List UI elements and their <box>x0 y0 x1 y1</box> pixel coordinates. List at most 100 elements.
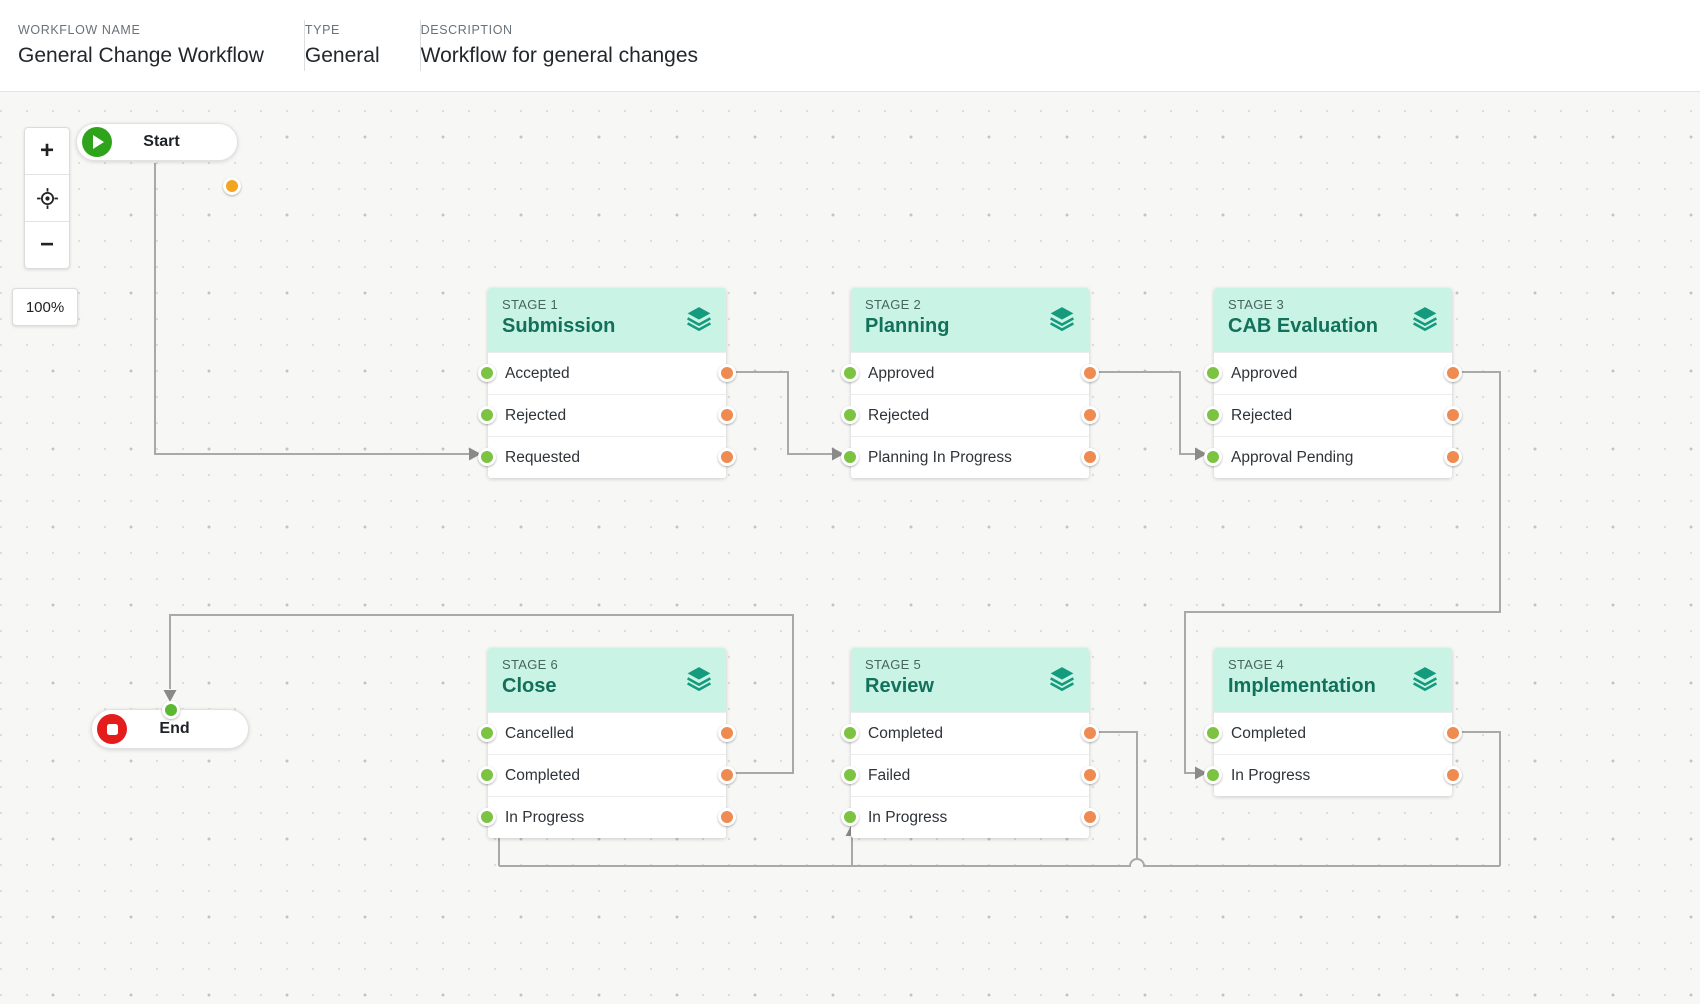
status-in-port[interactable] <box>841 808 859 826</box>
stage-number-label: STAGE 3 <box>1228 297 1285 312</box>
status-in-port[interactable] <box>1204 766 1222 784</box>
status-label: Approved <box>1231 364 1298 382</box>
status-in-port[interactable] <box>841 766 859 784</box>
status-label: In Progress <box>505 808 585 826</box>
status-row: In Progress <box>841 796 1099 838</box>
workflow-name-label: WORKFLOW NAME <box>18 23 141 37</box>
status-in-port[interactable] <box>478 724 496 742</box>
layers-icon <box>1412 306 1438 332</box>
header-divider <box>303 20 305 71</box>
status-label: Failed <box>868 766 911 784</box>
workflow-type-label: TYPE <box>304 23 340 37</box>
status-label: In Progress <box>868 808 948 826</box>
status-row: Completed <box>478 754 736 796</box>
zoom-in-button[interactable]: + <box>39 137 54 164</box>
status-out-port[interactable] <box>718 724 736 742</box>
stage-number-label: STAGE 2 <box>865 297 922 312</box>
stage-title: Close <box>502 675 557 697</box>
status-label: Rejected <box>1231 406 1293 424</box>
status-out-port[interactable] <box>718 808 736 826</box>
start-node-label: Start <box>143 133 180 150</box>
workflow-type-value: General <box>304 44 380 67</box>
status-out-port[interactable] <box>1081 766 1099 784</box>
status-out-port[interactable] <box>1444 364 1462 382</box>
status-in-port[interactable] <box>478 766 496 784</box>
status-out-port[interactable] <box>1081 724 1099 742</box>
fit-view-button[interactable] <box>25 174 69 221</box>
status-row: Rejected <box>478 394 736 436</box>
layers-icon <box>686 306 712 332</box>
status-row: Accepted <box>478 352 736 394</box>
status-out-port[interactable] <box>718 766 736 784</box>
status-in-port[interactable] <box>841 364 859 382</box>
status-out-port[interactable] <box>1081 808 1099 826</box>
stage-number-label: STAGE 1 <box>502 297 559 312</box>
status-out-port[interactable] <box>1081 364 1099 382</box>
status-label: Requested <box>505 448 580 466</box>
status-row: Failed <box>841 754 1099 796</box>
zoom-controls: + − <box>24 127 70 269</box>
layers-icon <box>1049 666 1075 692</box>
status-row: Approved <box>1204 352 1462 394</box>
status-in-port[interactable] <box>841 724 859 742</box>
status-out-port[interactable] <box>1444 724 1462 742</box>
stage-number-label: STAGE 6 <box>502 657 559 672</box>
status-row: Requested <box>478 436 736 478</box>
status-label: Approved <box>868 364 935 382</box>
status-out-port[interactable] <box>1081 406 1099 424</box>
status-row: In Progress <box>478 796 736 838</box>
status-label: Rejected <box>505 406 567 424</box>
status-in-port[interactable] <box>841 448 859 466</box>
stage-number-label: STAGE 5 <box>865 657 922 672</box>
status-in-port[interactable] <box>1204 364 1222 382</box>
status-in-port[interactable] <box>1204 406 1222 424</box>
status-in-port[interactable] <box>478 808 496 826</box>
header-divider <box>419 20 421 71</box>
status-out-port[interactable] <box>1444 766 1462 784</box>
status-in-port[interactable] <box>1204 724 1222 742</box>
start-node[interactable]: Start <box>76 123 241 195</box>
status-in-port[interactable] <box>478 406 496 424</box>
status-out-port[interactable] <box>718 406 736 424</box>
workflow-description-value: Workflow for general changes <box>420 44 699 67</box>
workflow-description-label: DESCRIPTION <box>420 23 513 37</box>
status-in-port[interactable] <box>478 364 496 382</box>
end-node-label: End <box>159 720 190 737</box>
play-icon <box>82 127 112 157</box>
stage-number-label: STAGE 4 <box>1228 657 1285 672</box>
layers-icon <box>1412 666 1438 692</box>
zoom-out-button[interactable]: − <box>25 221 69 268</box>
status-row: Approved <box>841 352 1099 394</box>
zoom-level-badge: 100% <box>12 288 78 326</box>
layers-icon <box>1049 306 1075 332</box>
status-out-port[interactable] <box>1081 448 1099 466</box>
status-in-port[interactable] <box>841 406 859 424</box>
status-label: Completed <box>868 724 943 742</box>
start-out-port[interactable] <box>223 177 241 195</box>
status-out-port[interactable] <box>1444 448 1462 466</box>
status-out-port[interactable] <box>718 448 736 466</box>
status-row: Completed <box>1204 712 1462 754</box>
workflow-name-field: WORKFLOW NAME General Change Workflow <box>18 0 304 91</box>
status-label: Completed <box>1231 724 1306 742</box>
status-in-port[interactable] <box>1204 448 1222 466</box>
status-out-port[interactable] <box>1444 406 1462 424</box>
status-out-port[interactable] <box>718 364 736 382</box>
stage-title: Submission <box>502 315 616 337</box>
status-in-port[interactable] <box>478 448 496 466</box>
status-row: Rejected <box>1204 394 1462 436</box>
workflow-header: WORKFLOW NAME General Change Workflow TY… <box>0 0 1700 92</box>
end-in-port[interactable] <box>162 701 180 719</box>
connector-layer <box>154 163 1501 867</box>
end-node[interactable]: End <box>91 701 249 749</box>
